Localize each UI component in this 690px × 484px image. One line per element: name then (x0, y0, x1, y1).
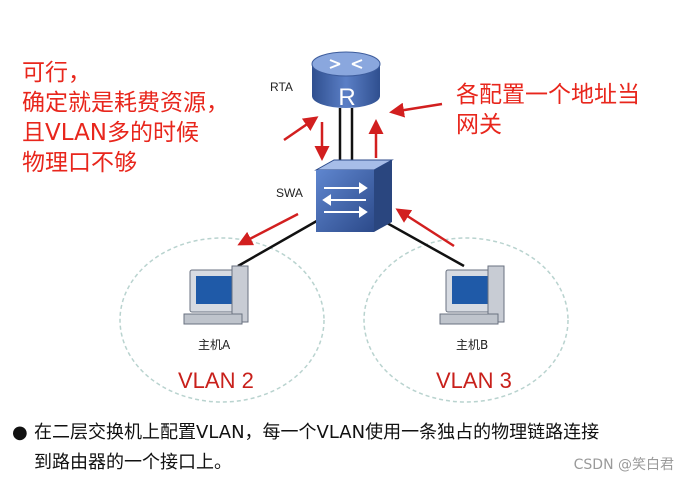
note-right: 各配置一个地址当 网关 (456, 80, 686, 140)
note-left-line: 且VLAN多的时候 (22, 120, 200, 146)
vlan2-label: VLAN 2 (178, 368, 254, 393)
bullet-paragraph: ● 在二层交换机上配置VLAN，每一个VLAN使用一条独占的物理链路连接 到路由器… (12, 418, 688, 478)
switch-icon (314, 159, 394, 232)
bullet-line-1: 在二层交换机上配置VLAN，每一个VLAN使用一条独占的物理链路连接 (34, 422, 600, 443)
arrow-from-hostb (395, 208, 455, 248)
vlan2-zone (119, 237, 325, 403)
vlan3-label: VLAN 3 (436, 368, 512, 393)
note-left-line: 可行， (22, 60, 91, 86)
bullet-dot: ● (12, 422, 28, 443)
host-b-icon (439, 265, 505, 325)
note-left: 可行， 确定就是耗费资源， 且VLAN多的时候 物理口不够 (22, 58, 292, 178)
note-right-line: 各配置一个地址当 (456, 82, 640, 108)
link-swa-hosta (237, 216, 323, 268)
link-swa-hostb (377, 216, 465, 268)
host-b-label: 主机B (456, 338, 489, 352)
note-left-line: 确定就是耗费资源， (22, 90, 229, 116)
router-label: RTA (270, 80, 293, 94)
watermark: CSDN @笑白君 (573, 457, 674, 473)
bullet-line-2: 到路由器的一个接口上。 (34, 452, 232, 473)
arrow-from-left-note (283, 116, 319, 142)
router-icon (311, 51, 381, 108)
router-glyph: R (338, 84, 355, 111)
arrow-to-hosta (237, 212, 299, 246)
note-left-line: 物理口不够 (22, 150, 137, 176)
arrow-to-router-note (389, 102, 443, 118)
switch-label: SWA (276, 186, 303, 200)
host-a-icon (183, 265, 249, 325)
host-a-label: 主机A (198, 338, 231, 352)
note-right-line: 网关 (456, 112, 502, 138)
vlan3-zone (363, 237, 569, 403)
